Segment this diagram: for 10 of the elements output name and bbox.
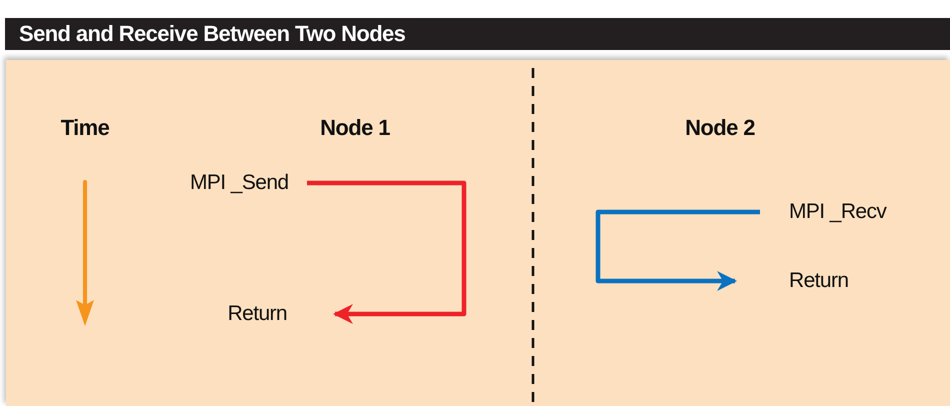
arrow — [596, 210, 760, 291]
arrow — [307, 180, 466, 324]
column-heading: Time — [60, 115, 110, 141]
title-bar: Send and Receive Between Two Nodes — [5, 18, 950, 50]
call-label: Return — [735, 266, 885, 296]
call-label: Return — [190, 299, 335, 329]
call-label: MPI _Send — [190, 168, 307, 198]
column-heading: Node 1 — [320, 115, 390, 141]
column-heading: Node 2 — [685, 115, 755, 141]
call-label: MPI _Recv — [760, 197, 910, 227]
